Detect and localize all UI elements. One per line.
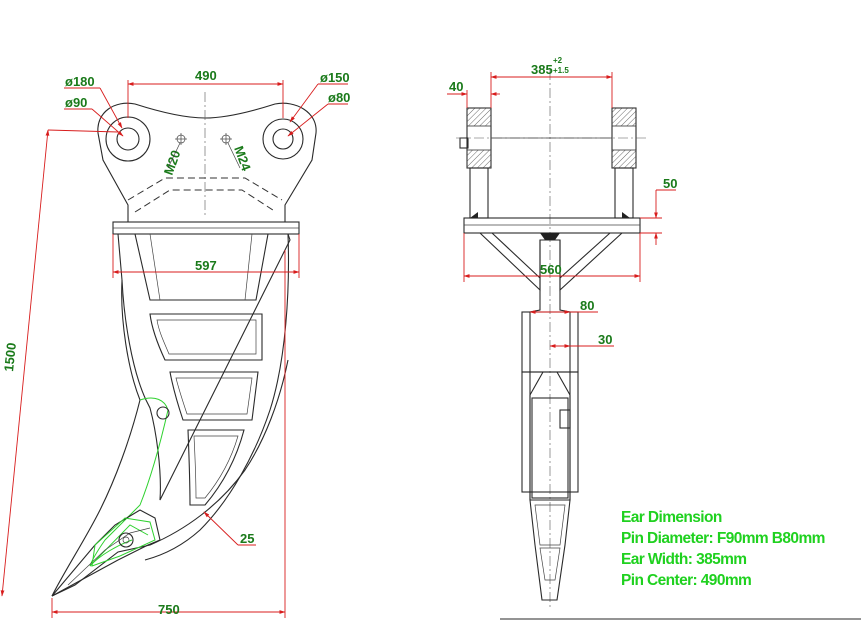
side-view: 490 ø180 ø90 ø150 ø80 M20 M24 597 1500 <box>0 68 350 618</box>
front-view: 385 +2 +1.5 40 50 560 80 30 <box>447 56 861 620</box>
ear-plate <box>97 102 317 223</box>
dim-tip-thickness: 25 <box>240 531 254 546</box>
dim-right-inner-dia: ø80 <box>328 90 350 105</box>
cutout-1 <box>149 313 263 361</box>
dim-ear-tol-lower: +1.5 <box>553 66 569 75</box>
dim-shank-width: 80 <box>580 298 594 313</box>
dim-ear-plate: 40 <box>449 79 463 94</box>
dim-ear-width-bottom: 597 <box>195 258 217 273</box>
dim-length: 750 <box>158 602 180 617</box>
pin-hole-left-outer <box>105 116 151 162</box>
dim-pin-center: 490 <box>195 68 217 83</box>
dim-height: 1500 <box>1 342 19 372</box>
dim-ear-width: 385 <box>531 62 553 77</box>
dim-right-outer-dia: ø150 <box>320 70 350 85</box>
dim-flange-thickness: 50 <box>663 176 677 191</box>
note-pin-diameter: Pin Diameter: F90mm B80mm <box>621 530 825 547</box>
front-edge <box>51 279 141 597</box>
shank-body <box>117 233 291 501</box>
cutout-2 <box>169 371 259 421</box>
cutout-3 <box>187 429 245 506</box>
pin-hole-right-inner <box>272 128 294 150</box>
bolt-right-label: M24 <box>231 144 254 174</box>
dim-left-inner-dia: ø90 <box>65 95 87 110</box>
note-pin-center: Pin Center: 490mm <box>621 572 752 589</box>
note-ear-width: Ear Width: 385mm <box>621 551 747 568</box>
dim-ear-tol-upper: +2 <box>553 56 563 65</box>
dim-base-width: 560 <box>540 262 562 277</box>
bolt-left-label: M20 <box>161 148 184 177</box>
front-flange <box>463 217 641 234</box>
pin-hole-right-outer <box>262 118 304 160</box>
dim-shank-plate: 30 <box>598 332 612 347</box>
dim-left-outer-dia: ø180 <box>65 74 95 89</box>
pin-hole-left-inner <box>116 127 140 151</box>
notes-title: Ear Dimension <box>621 509 722 526</box>
wear-plate-highlight <box>89 397 169 567</box>
ear-dimension-notes: Ear Dimension Pin Diameter: F90mm B80mm … <box>621 507 861 591</box>
